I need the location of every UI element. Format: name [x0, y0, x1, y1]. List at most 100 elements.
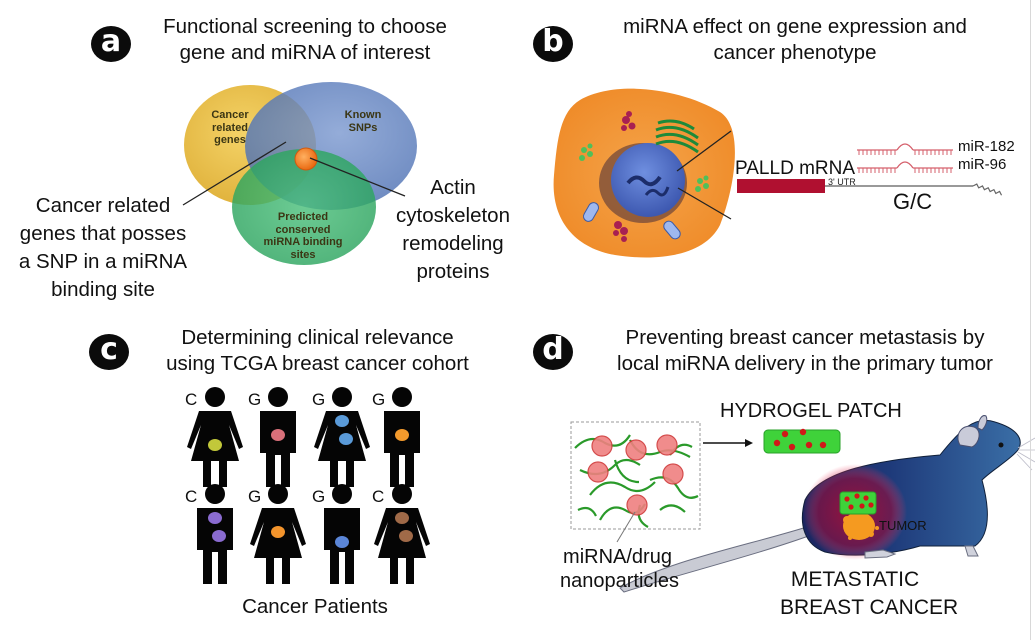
allele-label: C: [185, 487, 197, 506]
panel-a-title-line1: Functional screening to choose: [163, 15, 447, 38]
snp-allele-label: G/C: [893, 189, 933, 214]
tumor-marker: [212, 530, 226, 542]
chromosome-icon: [626, 175, 662, 187]
panel-c-badge: c: [89, 334, 129, 370]
mouse-ear: [957, 425, 980, 448]
tumor-label: TUMOR: [879, 518, 927, 533]
mouse-eye: [998, 442, 1004, 448]
panel-d-badge: d: [533, 334, 573, 370]
panel-a-title: Functional screening to choose gene and …: [140, 14, 470, 66]
implanted-drug-dots: [844, 493, 874, 510]
patient-head: [268, 387, 288, 407]
zoom-line-top: [676, 130, 732, 172]
patient-head: [205, 387, 225, 407]
mir-182-label: miR-182: [958, 138, 1015, 155]
golgi-icon: [655, 119, 699, 154]
zoom-line-bottom: [677, 187, 732, 220]
allele-label: C: [372, 487, 384, 506]
utr-label: 3' UTR: [828, 177, 856, 187]
panel-b-badge: b: [533, 26, 573, 62]
venn-center-dot: [294, 147, 318, 171]
nanoparticles: [587, 434, 684, 516]
panel-a-badge: a: [91, 26, 131, 62]
allele-label: G: [248, 487, 261, 506]
tumor-marker: [271, 429, 285, 441]
patient-head: [332, 387, 352, 407]
allele-label: C: [185, 390, 197, 409]
allele-label: G: [312, 487, 325, 506]
patient-body: [314, 411, 370, 487]
patient-head: [268, 484, 288, 504]
patient-figure-male: G: [248, 387, 296, 487]
tumor-marker: [339, 433, 353, 445]
mirna-ticks: document.currentScript.parentNode;: [858, 150, 952, 173]
chromosome-icon: [644, 186, 670, 197]
patient-body: [384, 411, 420, 487]
patient-head: [392, 484, 412, 504]
patient-body: [250, 508, 306, 584]
patient-head: [205, 484, 225, 504]
panel-b-title: miRNA effect on gene expression and canc…: [623, 15, 967, 64]
tumor-marker: [271, 526, 285, 538]
mirna-182-strand: [857, 143, 953, 151]
mir-96-label: miR-96: [958, 156, 1007, 173]
allele-label: G: [312, 390, 325, 409]
panel-a-title-line2: gene and miRNA of interest: [179, 41, 431, 64]
nucleus: [611, 143, 685, 217]
mitochondria-icon: [583, 202, 681, 240]
patient-body: [260, 411, 296, 487]
tumor-marker: [208, 512, 222, 524]
venn-diagram: [182, 82, 417, 265]
vesicles-green-icon: [579, 143, 709, 192]
patient-body: [197, 508, 233, 584]
patient-head: [392, 387, 412, 407]
left-callout-line: [182, 141, 287, 206]
tumor-marker: [208, 439, 222, 451]
cancer-patients-caption: Cancer Patients: [242, 595, 388, 618]
palld-cds-bar: [737, 179, 825, 193]
arrow-head-icon: [745, 439, 753, 447]
patient-figure-female: C: [372, 484, 430, 584]
allele-label: G: [372, 390, 385, 409]
patient-figure-male: G: [372, 387, 420, 487]
patient-figure-male: G: [312, 484, 360, 584]
mouse-whiskers: [1016, 437, 1035, 471]
cell-diagram: document.currentScript.parentNode;: [553, 88, 1003, 258]
nanoparticle-pointer-line: [616, 511, 636, 543]
mouse-front-foot: [964, 545, 979, 557]
patient-head: [332, 484, 352, 504]
tumor-marker: [399, 530, 413, 542]
mirna-96-strand: [857, 161, 953, 169]
vesicles-red-icon: [613, 111, 636, 242]
hydrogel-patch-label: HYDROGEL PATCH: [720, 400, 902, 422]
tumor-marker: [395, 429, 409, 441]
polya-tail: [972, 183, 1003, 196]
tumor-marker: [335, 415, 349, 427]
allele-label: G: [248, 390, 261, 409]
panel-d-title: Preventing breast cancer metastasis by l…: [617, 326, 993, 375]
palld-mrna-label: PALLD mRNA: [735, 158, 856, 179]
tumor-marker: [335, 536, 349, 548]
patient-figure-male: C: [185, 484, 233, 584]
tumor-mass: [843, 512, 879, 540]
venn-circle-mirna-sites: [232, 149, 376, 265]
patient-figure-female: G: [312, 387, 370, 487]
patient-figure-female: G: [248, 484, 306, 584]
hydrogel-drug-dots: [773, 428, 827, 451]
mouse-ear-back: [977, 415, 988, 431]
panel-c-title: Determining clinical relevance using TCG…: [166, 326, 469, 375]
patient-figure-female: C: [185, 387, 243, 487]
delivery-diagram: [570, 415, 1035, 593]
patient-body: [374, 508, 430, 584]
right-callout-line: [309, 157, 406, 197]
mouse-hind-foot: [864, 549, 897, 559]
patient-pictograms: C G G G C G G C: [185, 387, 430, 584]
image-right-border: [1030, 0, 1031, 640]
nanoparticle-network-box: [570, 421, 701, 530]
